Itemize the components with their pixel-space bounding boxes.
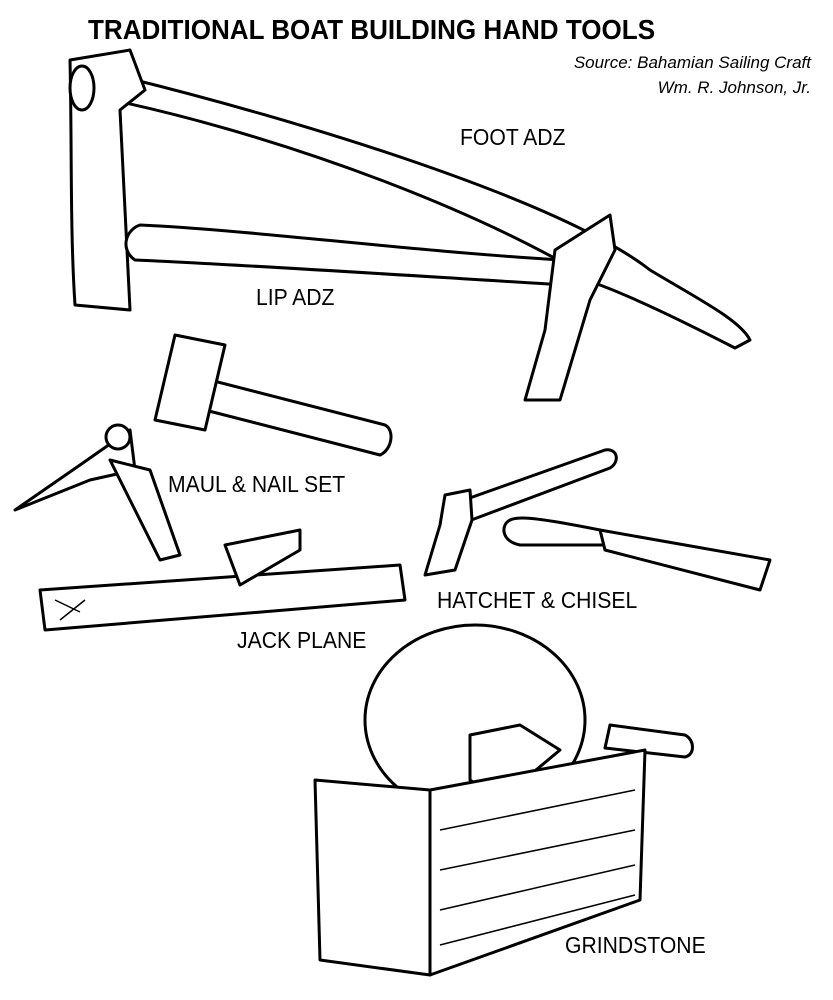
source-line-1: Source: Bahamian Sailing Craft <box>573 53 811 72</box>
page-title: TRADITIONAL BOAT BUILDING HAND TOOLS <box>88 14 656 45</box>
source-credit: Source: Bahamian Sailing Craft Wm. R. Jo… <box>574 50 811 100</box>
lip-adz-drawing <box>124 213 617 402</box>
label-hatchet-chisel: HATCHET & CHISEL <box>437 587 638 613</box>
grindstone-drawing <box>313 623 694 977</box>
source-line-2: Wm. R. Johnson, Jr. <box>657 78 811 97</box>
jack-plane-drawing <box>38 528 407 632</box>
label-maul-nail-set: MAUL & NAIL SET <box>168 471 346 497</box>
chisel-drawing <box>502 516 772 592</box>
hatchet-drawing <box>423 448 618 577</box>
label-foot-adz: FOOT ADZ <box>460 124 566 150</box>
label-grindstone: GRINDSTONE <box>565 932 706 958</box>
label-jack-plane: JACK PLANE <box>237 627 367 653</box>
foot-adz-drawing <box>68 48 752 350</box>
label-lip-adz: LIP ADZ <box>256 284 335 310</box>
maul-drawing <box>153 333 393 457</box>
nail-set-drawing <box>13 423 182 562</box>
